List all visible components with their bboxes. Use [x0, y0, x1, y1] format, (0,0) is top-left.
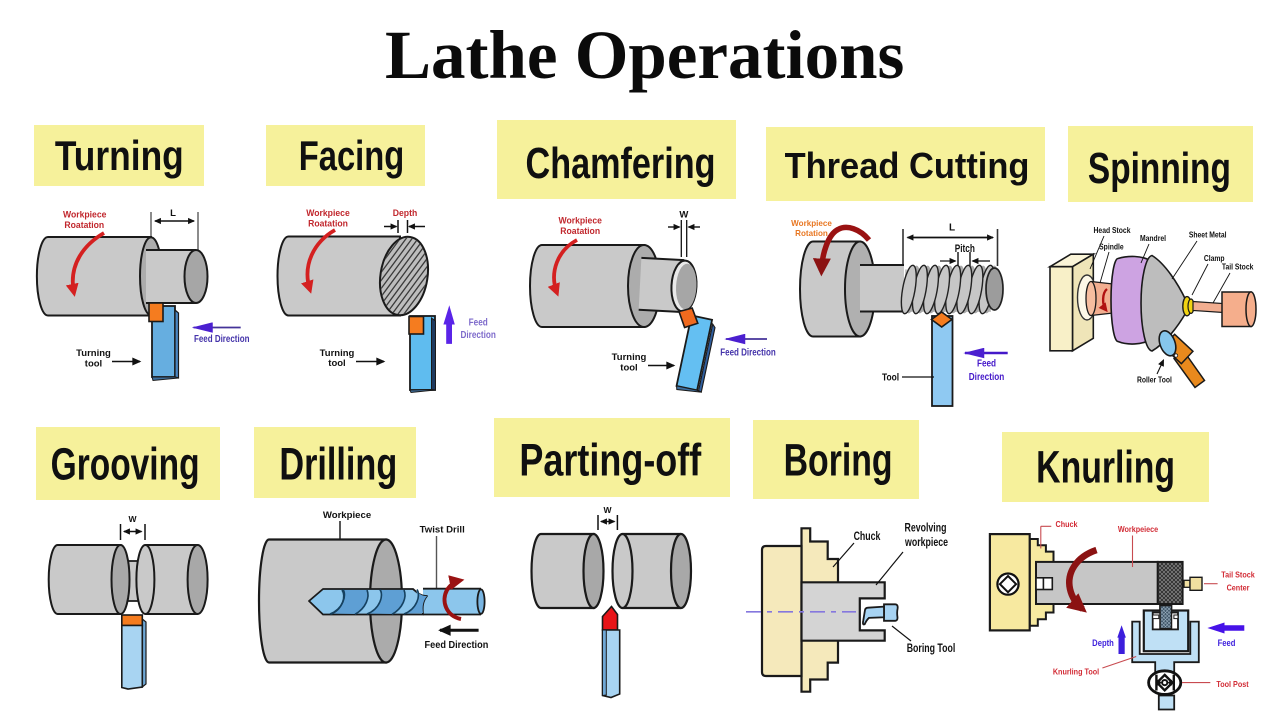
svg-text:Parting-off: Parting-off: [519, 435, 701, 486]
svg-text:Feed Direction: Feed Direction: [194, 333, 250, 344]
svg-text:Feed Direction: Feed Direction: [720, 346, 776, 357]
svg-text:Direction: Direction: [969, 371, 1005, 382]
svg-text:Turning: Turning: [55, 133, 184, 180]
svg-text:Chamfering: Chamfering: [526, 139, 716, 188]
svg-text:Tool Post: Tool Post: [1216, 679, 1249, 689]
svg-text:Mandrel: Mandrel: [1140, 234, 1166, 244]
svg-text:W: W: [128, 514, 137, 524]
svg-text:Sheet Metal: Sheet Metal: [1189, 230, 1227, 240]
svg-text:tool: tool: [620, 362, 637, 373]
svg-text:Rotation: Rotation: [795, 228, 828, 238]
svg-text:Center: Center: [1227, 583, 1250, 593]
svg-text:Clamp: Clamp: [1204, 253, 1225, 263]
svg-text:Boring: Boring: [784, 436, 893, 486]
svg-text:Spinning: Spinning: [1088, 145, 1231, 193]
svg-text:Workpiece: Workpiece: [791, 218, 832, 228]
svg-text:Depth: Depth: [393, 208, 417, 218]
svg-text:Workpeiece: Workpeiece: [1118, 524, 1159, 534]
svg-text:Turning: Turning: [76, 348, 111, 359]
svg-text:Workpiece: Workpiece: [558, 216, 602, 226]
svg-text:Boring Tool: Boring Tool: [907, 642, 956, 656]
svg-text:Spindle: Spindle: [1099, 242, 1124, 252]
svg-text:Workpiece: Workpiece: [306, 208, 350, 218]
svg-text:Feed: Feed: [1218, 637, 1236, 648]
svg-text:L: L: [949, 223, 955, 234]
svg-text:Tail Stock: Tail Stock: [1221, 570, 1255, 580]
svg-text:Twist Drill: Twist Drill: [420, 525, 465, 536]
svg-text:Workpiece: Workpiece: [63, 209, 107, 219]
svg-text:workpiece: workpiece: [904, 536, 948, 550]
svg-text:Direction: Direction: [460, 329, 496, 340]
svg-text:Tool: Tool: [882, 372, 899, 384]
svg-text:Revolving: Revolving: [905, 521, 947, 535]
svg-text:Chuck: Chuck: [854, 529, 881, 543]
svg-text:Turning: Turning: [612, 352, 647, 363]
svg-text:Knurling Tool: Knurling Tool: [1053, 667, 1099, 677]
svg-text:Depth: Depth: [1092, 637, 1114, 648]
svg-text:Feed Direction: Feed Direction: [424, 640, 488, 651]
svg-text:Chuck: Chuck: [1055, 519, 1078, 529]
svg-text:Feed: Feed: [469, 317, 488, 328]
svg-text:Grooving: Grooving: [51, 440, 200, 490]
svg-text:Knurling: Knurling: [1036, 443, 1175, 493]
svg-text:Thread Cutting: Thread Cutting: [785, 146, 1030, 186]
svg-text:Roatation: Roatation: [560, 226, 600, 236]
svg-text:W: W: [679, 209, 688, 220]
svg-text:tool: tool: [85, 358, 102, 369]
svg-text:W: W: [603, 505, 612, 515]
svg-text:Roatation: Roatation: [64, 220, 104, 230]
svg-text:Feed: Feed: [977, 358, 996, 369]
svg-text:tool: tool: [328, 358, 345, 369]
svg-text:Roller Tool: Roller Tool: [1137, 375, 1172, 385]
svg-text:Tail Stock: Tail Stock: [1222, 262, 1254, 272]
svg-text:Drilling: Drilling: [279, 440, 397, 490]
svg-text:Workpiece: Workpiece: [323, 510, 371, 521]
svg-text:Head Stock: Head Stock: [1094, 226, 1132, 236]
svg-text:Facing: Facing: [299, 132, 405, 179]
svg-text:Roatation: Roatation: [308, 218, 348, 228]
svg-text:Lathe Operations: Lathe Operations: [385, 17, 904, 93]
svg-text:L: L: [170, 208, 176, 219]
svg-text:Turning: Turning: [320, 348, 355, 359]
